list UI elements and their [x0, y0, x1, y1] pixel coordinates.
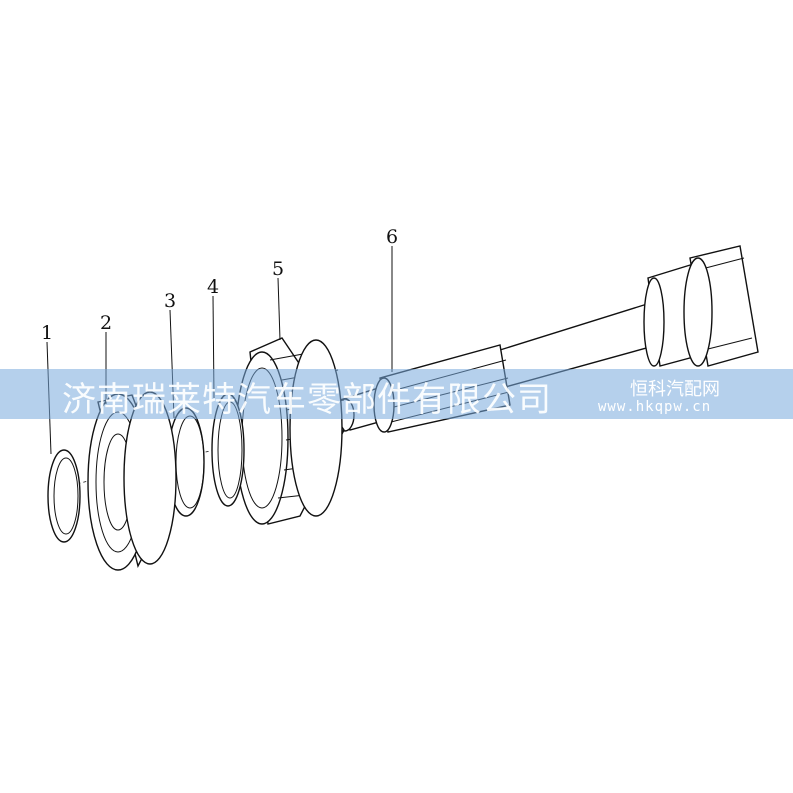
- watermark-banner: [0, 369, 793, 419]
- callout-5: 5: [272, 258, 284, 280]
- callout-6: 6: [386, 226, 398, 248]
- callout-4: 4: [207, 276, 219, 298]
- watermark-company: 济南瑞莱特汽车零部件有限公司: [62, 380, 552, 420]
- callout-3: 3: [164, 290, 176, 312]
- leader-line-5: [277, 277, 281, 341]
- watermark-site-name: 恒科汽配网: [630, 379, 720, 400]
- watermark-site-url: www.hkqpw.cn: [598, 399, 712, 415]
- bearing-icon: [87, 391, 177, 571]
- snap-ring-icon: [47, 449, 81, 543]
- callout-2: 2: [100, 312, 112, 334]
- callout-1: 1: [41, 322, 53, 344]
- gear-icon: [235, 337, 345, 525]
